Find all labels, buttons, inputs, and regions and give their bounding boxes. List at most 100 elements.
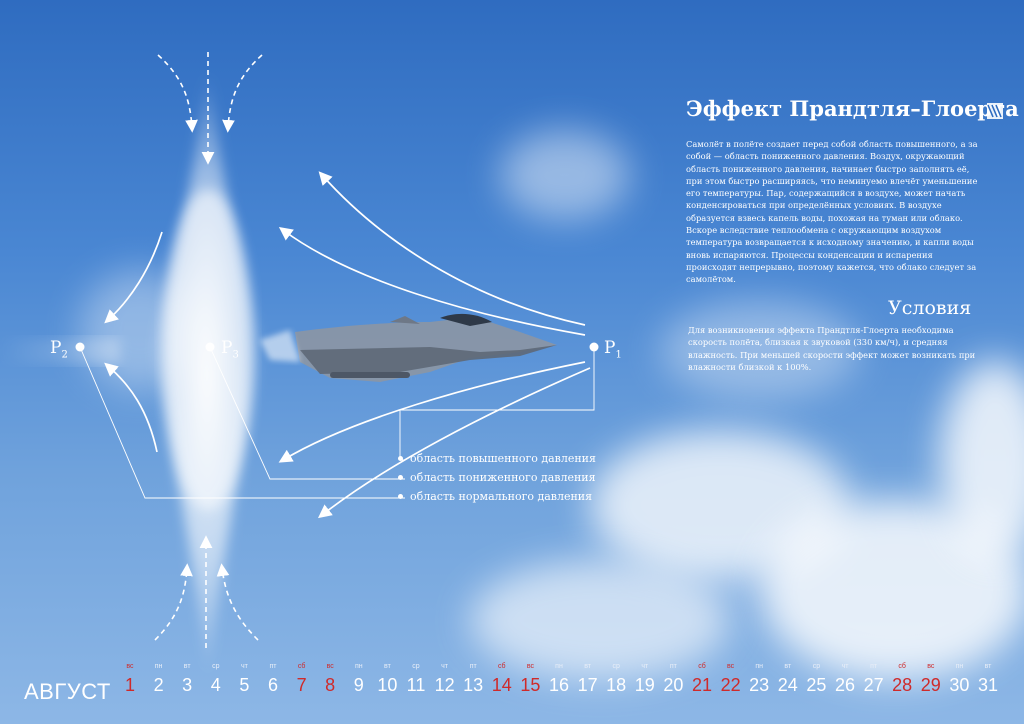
cloud (500, 130, 630, 220)
label-p2: P2 (50, 338, 68, 361)
calendar-weekday: чт (240, 663, 248, 670)
calendar-weekday: сб (498, 663, 506, 670)
calendar-date: 13 (463, 675, 484, 695)
calendar-weekday: пт (870, 663, 878, 670)
calendar-day: вс 15 (518, 663, 542, 696)
calendar-day: вс 8 (318, 663, 342, 696)
calendar-weekday: ср (812, 663, 821, 670)
legend-item-low-pressure: область пониженного давления (398, 471, 596, 484)
calendar-day: пт 27 (862, 663, 886, 696)
calendar-date: 18 (606, 675, 627, 695)
calendar-day: вт 31 (976, 663, 1000, 696)
conditions-text: Для возникновения эффекта Прандтля-Глоер… (688, 325, 976, 372)
calendar-weekday: чт (641, 663, 649, 670)
calendar-day: вс 22 (719, 663, 743, 696)
cloud (660, 300, 860, 400)
calendar-weekday: сб (898, 663, 906, 670)
bullet-icon (398, 456, 403, 461)
calendar-date: 7 (296, 675, 307, 695)
calendar-day: пн 2 (147, 663, 171, 696)
dashed-arrows-top (157, 52, 263, 165)
calendar-date: 20 (663, 675, 684, 695)
calendar-day: пн 9 (347, 663, 371, 696)
calendar-day: вт 10 (375, 663, 399, 696)
calendar-date: 3 (182, 675, 193, 695)
calendar-day: чт 12 (433, 663, 457, 696)
cloud (940, 360, 1024, 560)
calendar-day: ср 25 (804, 663, 828, 696)
calendar-month: АВГУСТ (24, 679, 111, 704)
calendar-day: вт 17 (576, 663, 600, 696)
description-text: Самолёт в полёте создает перед собой обл… (686, 139, 978, 285)
calendar-weekday: пн (955, 663, 964, 670)
calendar-date: 5 (239, 675, 250, 695)
calendar-weekday: чт (441, 663, 449, 670)
calendar-date: 12 (434, 675, 455, 695)
calendar-date: 1 (124, 675, 135, 695)
calendar-date: 25 (806, 675, 827, 695)
calendar-weekday: вс (126, 663, 134, 670)
conditions-heading: Условия (888, 297, 972, 319)
calendar-weekday: вт (984, 663, 992, 670)
legend-item-high-pressure: область повышенного давления (398, 452, 596, 465)
calendar-date: 19 (634, 675, 655, 695)
calendar-date: 15 (520, 675, 541, 695)
flow-arrows (104, 171, 591, 519)
calendar-date: 26 (834, 675, 856, 695)
calendar-weekday: вс (326, 663, 334, 670)
calendar-date: 30 (949, 675, 970, 695)
calendar-date: 17 (577, 675, 598, 695)
calendar-date: 11 (406, 675, 426, 695)
calendar-weekday: ср (612, 663, 620, 670)
calendar-date: 21 (691, 675, 713, 695)
fighter-jet (260, 313, 557, 382)
calendar-date: 10 (377, 675, 398, 695)
calendar-weekday: пт (469, 663, 477, 670)
calendar-weekday: вс (526, 663, 534, 670)
calendar-weekday: вт (584, 663, 591, 670)
calendar-date: 27 (863, 675, 884, 695)
bullet-icon (398, 494, 403, 499)
calendar-day: ср 18 (604, 663, 628, 696)
dashed-arrows-bottom (154, 535, 259, 648)
calendar-weekday: пн (555, 663, 563, 670)
calendar-date: 2 (153, 675, 164, 695)
calendar-weekday: пт (669, 663, 677, 670)
calendar-day: сб 28 (890, 663, 914, 696)
calendar-date: 8 (325, 675, 336, 695)
calendar-date: 14 (491, 675, 512, 695)
calendar-day: сб 21 (690, 663, 714, 696)
calendar-day: пт 13 (461, 663, 485, 696)
calendar-weekday: вт (183, 663, 191, 670)
calendar-day: пт 20 (661, 663, 685, 696)
calendar-date: 28 (892, 675, 913, 695)
calendar-date: 29 (920, 675, 941, 695)
label-p3: P3 (221, 338, 239, 361)
calendar-weekday: пн (354, 663, 363, 670)
calendar-weekday: вс (927, 663, 935, 670)
calendar-date: 9 (353, 675, 364, 695)
calendar-date: 22 (720, 675, 741, 695)
calendar-date: 6 (267, 675, 278, 695)
logo-stripes-icon (987, 103, 1003, 119)
calendar-weekday: вт (384, 663, 391, 670)
cloud (470, 560, 730, 680)
calendar-weekday: сб (698, 663, 706, 670)
calendar-weekday: вс (727, 663, 735, 670)
calendar-weekday: ср (212, 663, 220, 670)
page-title: Эффект Прандтля–Глоерта (686, 96, 1019, 121)
calendar-day: чт 19 (633, 663, 657, 696)
calendar-day: вс 29 (919, 663, 943, 696)
calendar-date: 31 (977, 675, 999, 695)
calendar-weekday: пн (755, 663, 764, 670)
label-p1: P1 (604, 338, 622, 361)
calendar-day: вт 3 (175, 663, 199, 696)
calendar-date: 16 (548, 675, 570, 695)
calendar-weekday: пн (154, 663, 163, 670)
calendar-day: пн 30 (947, 663, 971, 696)
